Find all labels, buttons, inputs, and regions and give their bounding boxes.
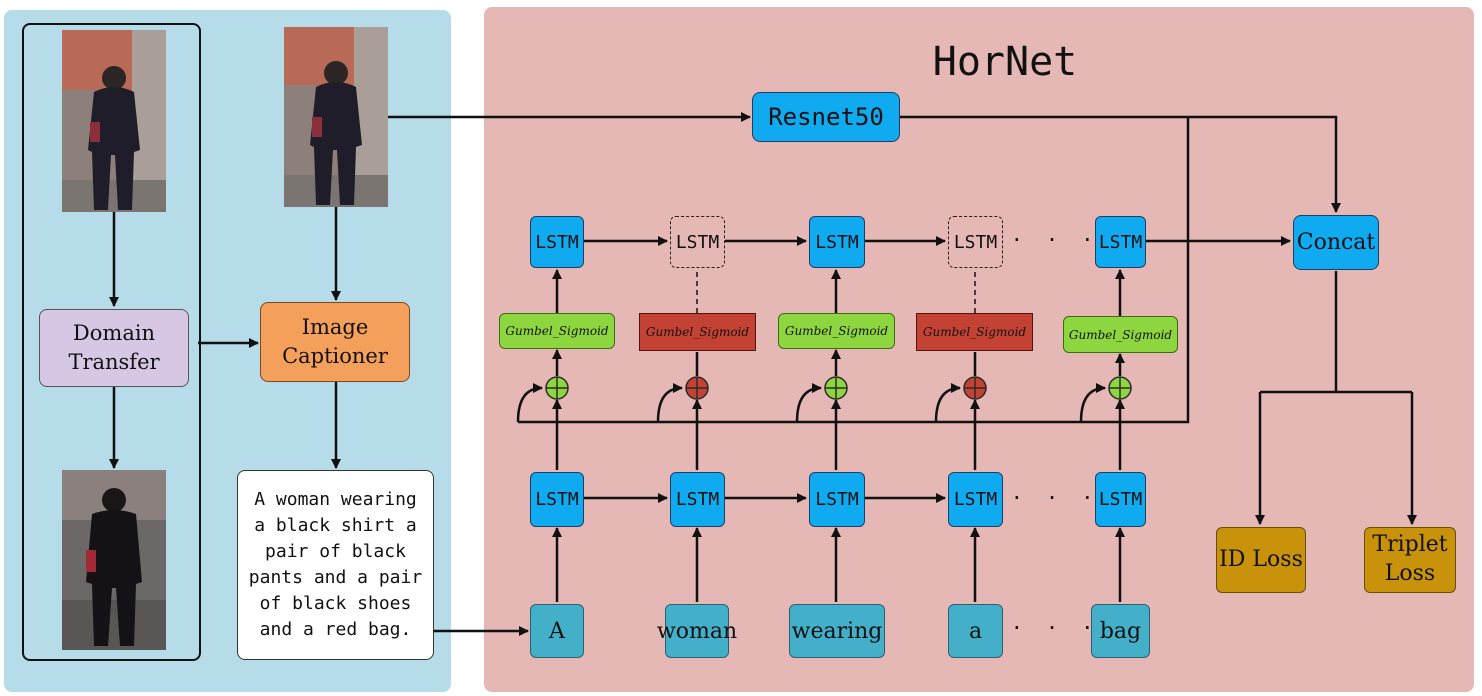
triplet-loss-line-1: Triplet bbox=[1372, 532, 1448, 558]
word-token-5: bag bbox=[1091, 604, 1150, 658]
id-loss-label: ID Loss bbox=[1219, 546, 1303, 572]
image-captioner-line-1: Image bbox=[301, 314, 369, 339]
person-photo-input bbox=[284, 27, 388, 207]
lstm-top-3: LSTM bbox=[809, 216, 865, 268]
plus-circle-icons bbox=[545, 376, 1132, 400]
gumbel-sigmoid-gate-3: Gumbel_Sigmoid bbox=[778, 313, 895, 349]
word-token-2: woman bbox=[657, 604, 737, 658]
domain-transfer-line-2: Transfer bbox=[68, 350, 160, 374]
caption-line-4: pants and a pair bbox=[248, 567, 423, 588]
lstm-top-1: LSTM bbox=[530, 216, 584, 268]
domain-transfer-box: Domain Transfer bbox=[39, 309, 189, 387]
word-token-1: A bbox=[530, 604, 584, 658]
lstm-bottom-5: LSTM bbox=[1095, 472, 1146, 527]
gumbel-sigmoid-gate-1: Gumbel_Sigmoid bbox=[499, 313, 615, 349]
lstm-bottom-2: LSTM bbox=[670, 472, 725, 527]
ellipsis-top: · · · bbox=[1013, 226, 1102, 254]
caption-line-2: a black shirt a bbox=[254, 515, 417, 536]
person-photo-transferred bbox=[62, 470, 166, 650]
lstm-top-4-skipped: LSTM bbox=[948, 216, 1003, 268]
person-photo-original bbox=[62, 30, 166, 212]
lstm-bottom-1: LSTM bbox=[530, 472, 584, 527]
triplet-loss-box: Triplet Loss bbox=[1364, 527, 1456, 593]
caption-line-3: pair of black bbox=[265, 541, 406, 562]
lstm-bottom-4: LSTM bbox=[948, 472, 1003, 527]
caption-line-5: of black shoes bbox=[259, 593, 412, 614]
id-loss-box: ID Loss bbox=[1216, 527, 1306, 593]
gumbel-sigmoid-gate-5: Gumbel_Sigmoid bbox=[1063, 316, 1178, 353]
gumbel-sigmoid-gate-2: Gumbel_Sigmoid bbox=[639, 313, 756, 351]
image-captioner-box: Image Captioner bbox=[260, 302, 410, 382]
lstm-top-5: LSTM bbox=[1095, 216, 1146, 268]
domain-transfer-line-1: Domain bbox=[72, 320, 156, 345]
lstm-bottom-3: LSTM bbox=[809, 472, 865, 527]
word-token-3: wearing bbox=[789, 604, 885, 658]
triplet-loss-line-2: Loss bbox=[1384, 561, 1436, 586]
gumbel-sigmoid-gate-4: Gumbel_Sigmoid bbox=[916, 313, 1033, 351]
image-captioner-line-2: Captioner bbox=[282, 344, 388, 368]
word-token-4: a bbox=[948, 604, 1003, 658]
ellipsis-bottom: · · · bbox=[1013, 614, 1102, 642]
caption-text-box: A woman wearing a black shirt a pair of … bbox=[237, 470, 434, 660]
caption-line-6: and a red bag. bbox=[259, 619, 412, 640]
lstm-top-2-skipped: LSTM bbox=[670, 216, 725, 268]
resnet50-box: Resnet50 bbox=[752, 92, 900, 142]
caption-line-1: A woman wearing bbox=[254, 489, 417, 510]
hornet-title: HorNet bbox=[932, 39, 1078, 85]
concat-box: Concat bbox=[1293, 215, 1379, 270]
ellipsis-middle: · · · bbox=[1013, 484, 1102, 512]
